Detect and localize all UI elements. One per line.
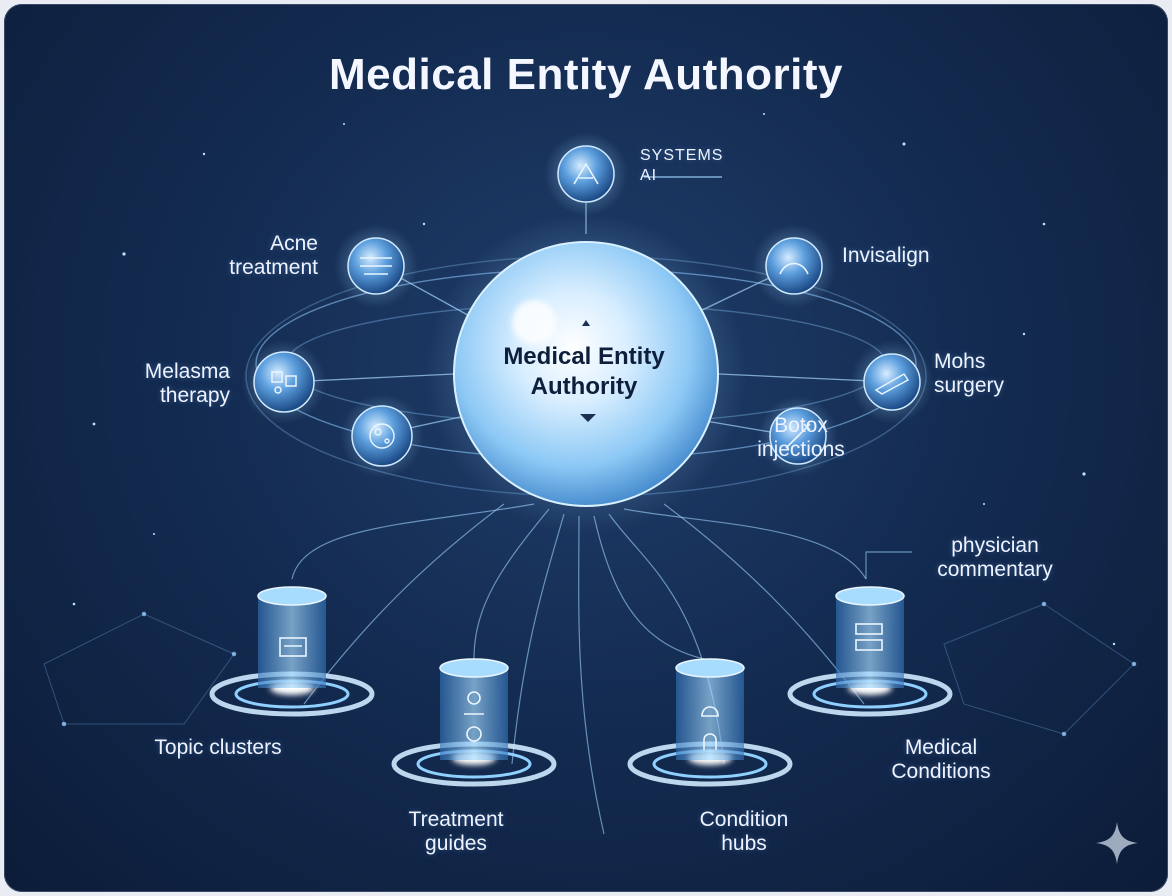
sparkle-icon <box>1096 822 1138 864</box>
orbit-label-botox-line1: Botox <box>774 414 828 437</box>
top-node-sphere[interactable] <box>544 132 628 216</box>
orbit-label-invisalign-line1: Invisalign <box>842 244 930 267</box>
orbit-label-melasma-line2: therapy <box>159 384 230 407</box>
pillar-label-treatment-line1: Treatment <box>408 808 504 831</box>
pillar-treatment[interactable] <box>391 658 557 787</box>
orbit-node-acne[interactable] <box>334 224 418 308</box>
scalpel-icon <box>874 373 910 395</box>
top-node-label: SYSTEMS AI <box>640 146 723 186</box>
aligner-icon <box>779 262 809 275</box>
top-node-label-line1: SYSTEMS <box>640 147 724 164</box>
person-icon <box>464 691 484 742</box>
annotation-physician-commentary: physician commentary <box>910 534 1080 582</box>
pillar-label-treatment-line2: guides <box>425 832 487 855</box>
top-node-label-line2: AI <box>640 167 658 184</box>
syringe-icon <box>785 423 811 449</box>
up-arrow-icon <box>582 320 590 326</box>
page-title: Medical Entity Authority <box>329 50 843 99</box>
pillar-topic[interactable] <box>209 586 375 717</box>
hub-label-line2: Authority <box>530 373 638 400</box>
pillar-condition[interactable] <box>627 658 793 787</box>
star-field <box>72 113 1116 646</box>
folder-icon <box>279 637 307 657</box>
pillar-label-medical-line2: Conditions <box>891 760 991 783</box>
triangle-icon <box>573 162 599 185</box>
orbit-node-invisalign[interactable] <box>752 224 836 308</box>
diagram-canvas: Medical Entity Authority Medical Entity … <box>4 4 1168 892</box>
orbit-label-acne-line1: Acne <box>270 232 318 255</box>
orbit-node-mohs[interactable] <box>850 340 934 424</box>
central-hub-sphere[interactable] <box>426 214 746 534</box>
orbit-label-acne-line2: treatment <box>229 256 318 279</box>
pillar-label-treatment: Treatment guides <box>376 808 536 856</box>
diagram-graphics <box>43 113 1137 835</box>
pillar-label-condition-line2: hubs <box>721 832 767 855</box>
cell-icon <box>369 423 395 449</box>
hub-label-line1: Medical Entity <box>503 343 665 370</box>
orbit-label-botox-line2: injections <box>757 438 845 461</box>
orbit-label-botox: Botox injections <box>744 414 858 462</box>
orbit-label-melasma: Melasma therapy <box>124 360 230 408</box>
annotation-line1: physician <box>951 534 1039 557</box>
pillar-label-topic: Topic clusters <box>128 736 308 760</box>
fiber-lines <box>291 503 912 835</box>
network-web <box>43 601 1137 737</box>
pillar-label-condition: Condition hubs <box>664 808 824 856</box>
orbit-label-invisalign: Invisalign <box>842 244 962 268</box>
orbit-label-mohs-line2: surgery <box>934 374 1005 397</box>
pillar-medical[interactable] <box>787 586 953 717</box>
pillar-label-condition-line1: Condition <box>699 808 789 831</box>
label-text-icon <box>360 257 392 275</box>
orbit-label-mohs: Mohs surgery <box>934 350 1034 398</box>
hub-label: Medical Entity Authority <box>434 342 734 402</box>
orbit-node-melasma[interactable] <box>242 340 326 424</box>
pillar-label-topic-line1: Topic clusters <box>154 736 282 759</box>
orbit-label-acne: Acne treatment <box>214 232 318 280</box>
orbit-label-melasma-line1: Melasma <box>144 360 230 383</box>
bell-icon <box>701 706 719 750</box>
skin-texture-icon <box>271 371 297 394</box>
orbit-node-botox[interactable] <box>758 396 838 476</box>
annotation-line2: commentary <box>937 558 1053 581</box>
orbit-node-cell[interactable] <box>340 394 424 478</box>
document-icon <box>855 623 883 651</box>
orbit-label-mohs-line1: Mohs <box>934 350 986 373</box>
down-arrow-icon <box>580 414 596 422</box>
pillar-label-medical: Medical Conditions <box>866 736 1016 784</box>
pillar-label-medical-line1: Medical <box>904 736 978 759</box>
